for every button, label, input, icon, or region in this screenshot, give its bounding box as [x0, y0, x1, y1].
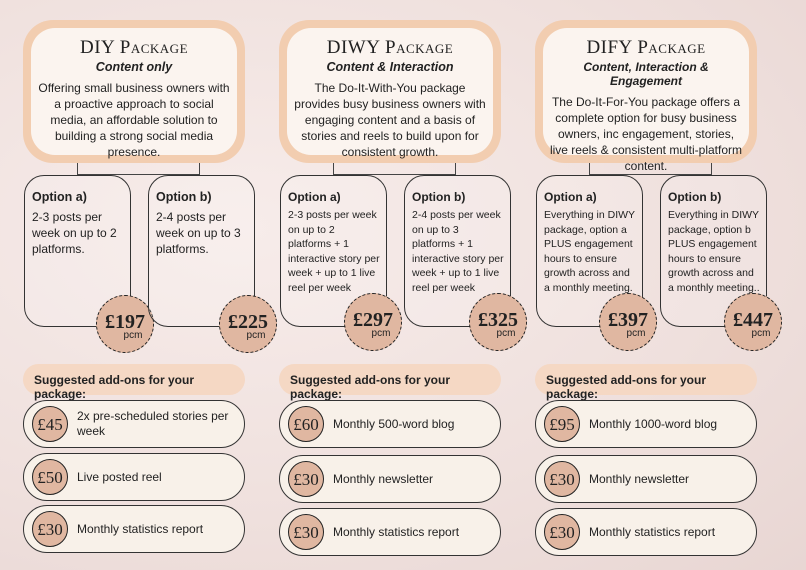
addon-item[interactable]: £30 Monthly newsletter — [279, 455, 501, 503]
package-header: DIY Package Content only Offering small … — [23, 20, 245, 163]
addon-item[interactable]: £30 Monthly statistics report — [535, 508, 757, 556]
price-badge: £225 pcm — [219, 295, 277, 353]
addon-label: Monthly 500-word blog — [333, 416, 455, 431]
option-text: 2-3 posts per week on up to 2 platforms. — [32, 210, 117, 256]
package-header: DIWY Package Content & Interaction The D… — [279, 20, 501, 163]
price-unit: pcm — [626, 328, 646, 339]
addon-label: Monthly newsletter — [589, 471, 690, 486]
addon-price: £30 — [288, 461, 324, 497]
option-b-card[interactable]: Option b) Everything in DIWY package, op… — [660, 175, 767, 327]
addon-price: £30 — [288, 514, 324, 550]
package-dify: DIFY Package Content, Interaction & Enga… — [512, 0, 782, 570]
price-badge: £397 pcm — [599, 293, 657, 351]
addon-price: £30 — [32, 511, 68, 547]
package-subtitle: Content, Interaction & Engagement — [583, 60, 709, 88]
price-amount: £325 — [478, 309, 518, 331]
addons-heading: Suggested add-ons for your package: — [23, 364, 245, 401]
addons-heading: Suggested add-ons for your package: — [279, 364, 501, 401]
addon-item[interactable]: £45 2x pre-scheduled stories per week — [23, 400, 245, 448]
option-text: 2-4 posts per week on up to 3 platforms. — [156, 210, 241, 256]
price-unit: pcm — [751, 328, 771, 339]
addon-price: £50 — [32, 459, 68, 495]
price-unit: pcm — [371, 328, 391, 339]
addon-item[interactable]: £95 Monthly 1000-word blog — [535, 400, 757, 448]
addon-label: Live posted reel — [77, 469, 162, 484]
price-amount: £447 — [733, 309, 773, 331]
price-amount: £197 — [105, 311, 145, 333]
price-unit: pcm — [496, 328, 516, 339]
addon-item[interactable]: £60 Monthly 500-word blog — [279, 400, 501, 448]
addon-item[interactable]: £50 Live posted reel — [23, 453, 245, 501]
option-text: 2-3 posts per week on up to 2 platforms … — [288, 209, 380, 294]
package-diy: DIY Package Content only Offering small … — [0, 0, 277, 570]
package-diwy: DIWY Package Content & Interaction The D… — [256, 0, 527, 570]
addon-label: Monthly statistics report — [77, 521, 204, 536]
price-badge: £325 pcm — [469, 293, 527, 351]
addon-label: Monthly newsletter — [333, 471, 434, 486]
price-unit: pcm — [123, 330, 143, 341]
connector — [333, 163, 456, 175]
package-title: DIY Package — [79, 37, 189, 58]
package-subtitle: Content only — [95, 60, 173, 74]
package-title: DIWY Package — [326, 37, 454, 58]
option-text: 2-4 posts per week on up to 3 platforms … — [412, 209, 504, 294]
addon-label: Monthly 1000-word blog — [589, 416, 718, 431]
option-heading: Option a) — [288, 190, 341, 204]
package-description: The Do-It-For-You package offers a compl… — [549, 95, 743, 173]
addon-item[interactable]: £30 Monthly newsletter — [535, 455, 757, 503]
addon-price: £30 — [544, 514, 580, 550]
connector — [77, 163, 200, 175]
price-amount: £297 — [353, 309, 393, 331]
option-heading: Option a) — [32, 190, 87, 204]
option-heading: Option b) — [412, 190, 466, 204]
price-amount: £225 — [228, 311, 268, 333]
addons-heading: Suggested add-ons for your package: — [535, 364, 757, 401]
package-title: DIFY Package — [586, 37, 706, 58]
option-text: Everything in DIWY package, option b PLU… — [668, 209, 760, 294]
connector — [589, 163, 712, 175]
addon-price: £45 — [32, 406, 68, 442]
price-badge: £297 pcm — [344, 293, 402, 351]
option-heading: Option b) — [156, 190, 212, 204]
addon-label: Monthly statistics report — [589, 524, 716, 539]
addon-price: £95 — [544, 406, 580, 442]
addon-price: £30 — [544, 461, 580, 497]
price-amount: £397 — [608, 309, 648, 331]
package-header: DIFY Package Content, Interaction & Enga… — [535, 20, 757, 173]
addon-label: 2x pre-scheduled stories per week — [77, 409, 229, 438]
option-a-card[interactable]: Option a) 2-3 posts per week on up to 2 … — [24, 175, 131, 327]
option-text: Everything in DIWY package, option a PLU… — [544, 209, 635, 294]
option-heading: Option b) — [668, 190, 722, 204]
price-badge: £197 pcm — [96, 295, 154, 353]
option-a-card[interactable]: Option a) 2-3 posts per week on up to 2 … — [280, 175, 387, 327]
addon-item[interactable]: £30 Monthly statistics report — [279, 508, 501, 556]
price-unit: pcm — [246, 330, 266, 341]
package-description: Offering small business owners with a pr… — [38, 81, 230, 159]
addon-label: Monthly statistics report — [333, 524, 460, 539]
price-badge: £447 pcm — [724, 293, 782, 351]
option-b-card[interactable]: Option b) 2-4 posts per week on up to 3 … — [148, 175, 255, 327]
addon-item[interactable]: £30 Monthly statistics report — [23, 505, 245, 553]
package-description: The Do-It-With-You package provides busy… — [294, 81, 486, 159]
package-subtitle: Content & Interaction — [326, 60, 454, 74]
addon-price: £60 — [288, 406, 324, 442]
option-heading: Option a) — [544, 190, 597, 204]
